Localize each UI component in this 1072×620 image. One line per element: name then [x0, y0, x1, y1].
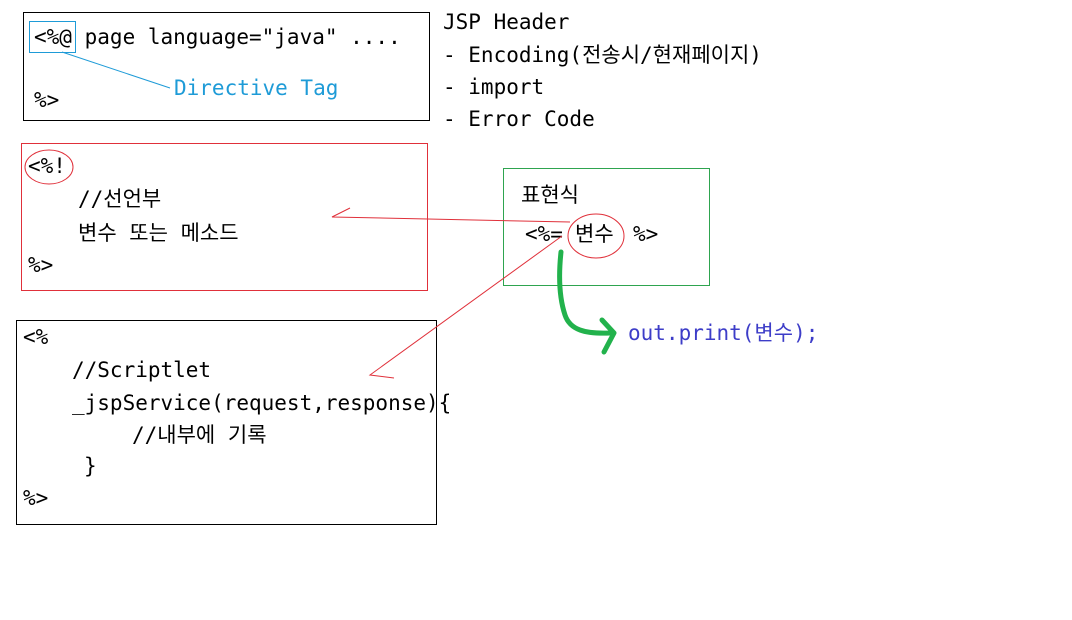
expression-output-code: out.print(변수); — [628, 321, 819, 345]
directive-tag-label: Directive Tag — [174, 76, 339, 100]
scriptlet-method: _jspService(request,response){ — [72, 391, 452, 415]
directive-open-tag-highlight — [29, 21, 76, 53]
jsp-header-item-encoding: - Encoding(전송시/현재페이지) — [443, 43, 762, 67]
scriptlet-box — [16, 320, 437, 525]
jsp-header-item-error-code: - Error Code — [443, 107, 595, 131]
declaration-close-tag: %> — [28, 253, 54, 277]
declaration-box — [21, 143, 428, 291]
declaration-body: 변수 또는 메소드 — [78, 221, 239, 245]
scriptlet-inner-comment: //내부에 기록 — [132, 423, 267, 447]
expression-close-tag: %> — [633, 222, 659, 246]
declaration-open-tag: <%! — [28, 154, 66, 178]
scriptlet-close-tag: %> — [23, 486, 49, 510]
output-arrow-head — [599, 317, 617, 355]
directive-open-tag: <%@ — [34, 25, 72, 49]
jsp-header-item-import: - import — [443, 75, 545, 99]
scriptlet-comment: //Scriptlet — [72, 358, 212, 382]
expression-variable: 변수 — [575, 222, 614, 246]
jsp-header-title: JSP Header — [443, 10, 570, 34]
scriptlet-close-brace: } — [84, 454, 97, 478]
scriptlet-open-tag: <% — [23, 325, 49, 349]
directive-close-tag: %> — [34, 88, 60, 112]
expression-title: 표현식 — [521, 183, 579, 207]
directive-box — [23, 12, 430, 121]
expression-open-tag: <%= — [525, 222, 563, 246]
declaration-comment: //선언부 — [78, 187, 162, 211]
directive-line-rest: page language="java" .... — [72, 25, 401, 49]
